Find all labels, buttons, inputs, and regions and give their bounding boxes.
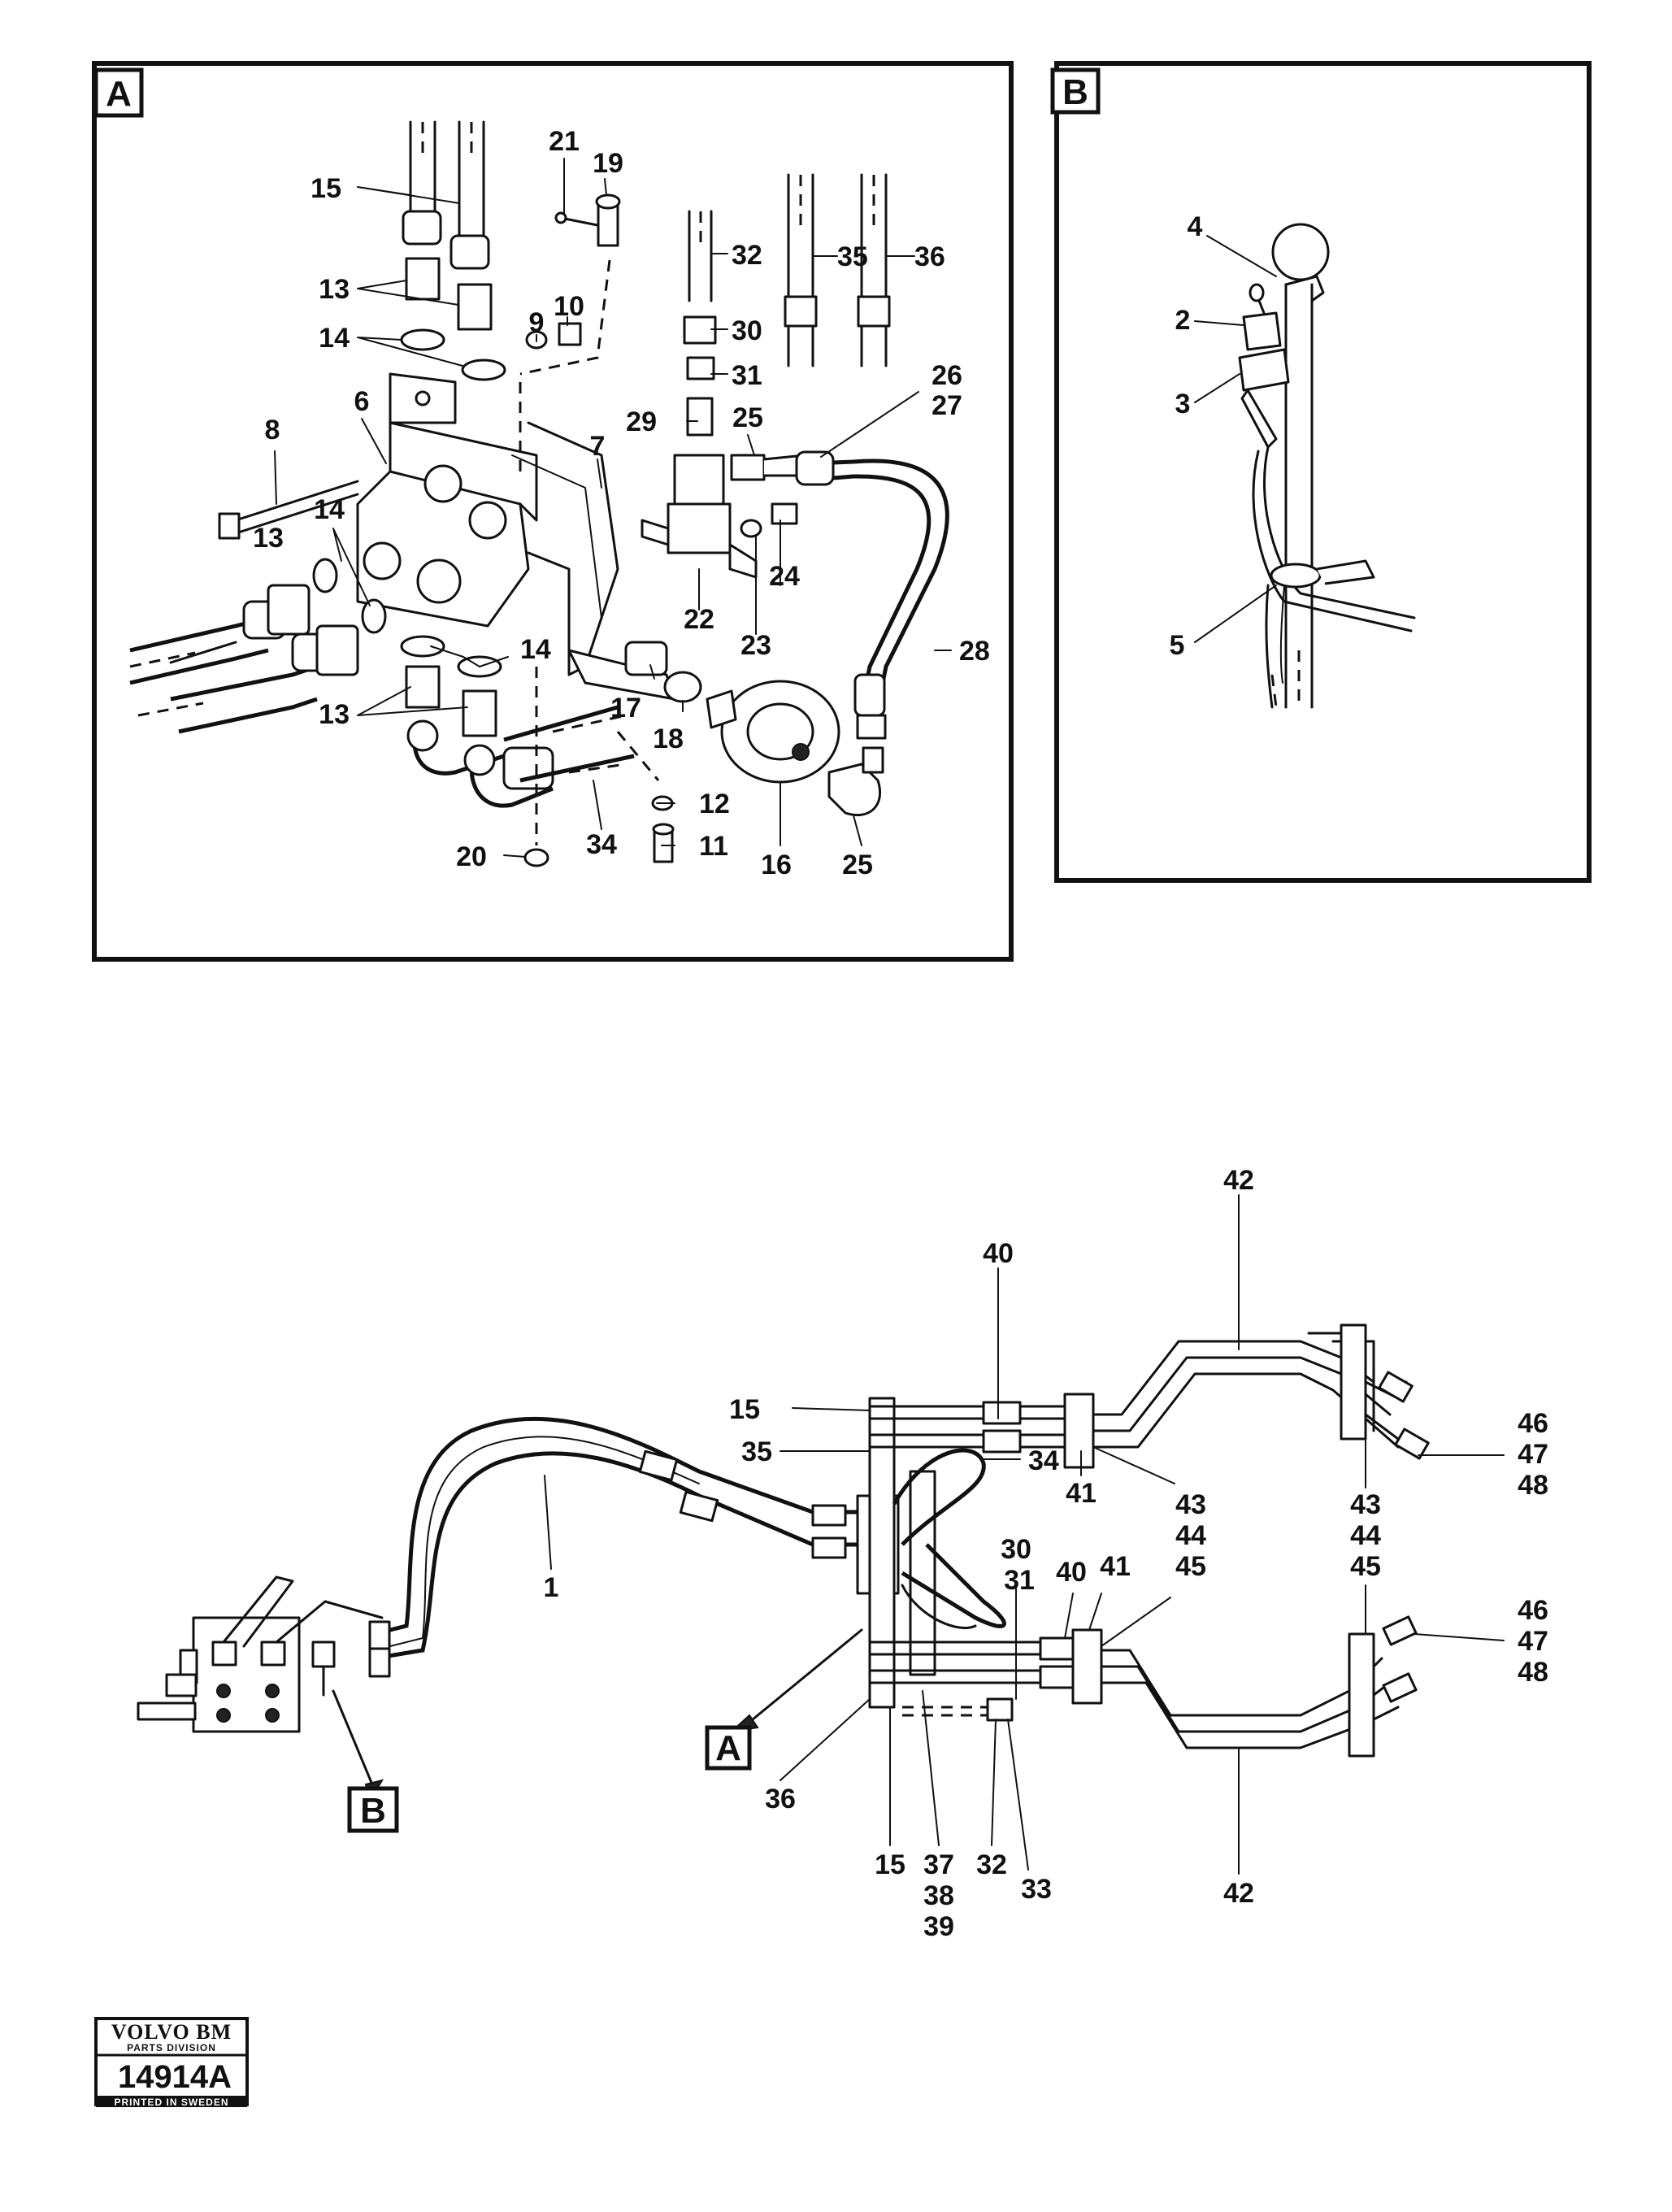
label-48-top: 48	[1518, 1470, 1548, 1501]
label-19: 19	[593, 148, 623, 179]
label-41-top: 41	[1066, 1478, 1097, 1509]
label-15: 15	[311, 173, 341, 204]
overview-diagram: A B 42 40 15 35 34 41 43 44 45 46 47 48 …	[137, 1165, 1548, 1942]
label-44-right: 44	[1350, 1520, 1381, 1551]
volvo-bm-logo: VOLVO BM PARTS DIVISION 14914A PRINTED I…	[94, 2017, 249, 2108]
label-34: 34	[1028, 1445, 1059, 1476]
callout-a-box	[705, 1725, 752, 1771]
label-21: 21	[549, 126, 580, 157]
label-13: 13	[319, 274, 350, 305]
label-47-top: 47	[1518, 1439, 1548, 1470]
label-12: 12	[699, 789, 730, 819]
label-16: 16	[761, 850, 792, 880]
label-4: 4	[1188, 211, 1203, 242]
label-43-right: 43	[1350, 1489, 1381, 1520]
panel-a: A	[92, 61, 1014, 962]
label-29: 29	[626, 406, 657, 437]
label-22: 22	[684, 604, 714, 635]
panel-b-tag-box	[1050, 67, 1101, 115]
logo-division: PARTS DIVISION	[127, 2042, 216, 2053]
label-14-left: 14	[314, 494, 345, 525]
panel-b: B 4 2 3 5	[1050, 61, 1592, 883]
label-2: 2	[1175, 305, 1191, 336]
label-10: 10	[554, 291, 584, 322]
label-40-top: 40	[983, 1238, 1014, 1269]
label-45-right: 45	[1350, 1551, 1381, 1582]
label-14-bottom: 14	[520, 634, 551, 665]
callout-b: B	[360, 1791, 386, 1831]
label-35: 35	[837, 241, 868, 272]
label-39: 39	[923, 1911, 954, 1942]
label-23: 23	[740, 630, 771, 661]
label-42-top: 42	[1223, 1165, 1254, 1196]
logo-printed: PRINTED IN SWEDEN	[114, 2097, 228, 2108]
label-30: 30	[1001, 1534, 1031, 1565]
label-47-bottom: 47	[1518, 1626, 1548, 1657]
label-32: 32	[732, 240, 762, 271]
label-25-bottom: 25	[842, 850, 873, 880]
label-36: 36	[914, 241, 945, 272]
logo-brand: VOLVO BM	[111, 2020, 232, 2044]
label-40-bottom: 40	[1056, 1557, 1087, 1588]
label-25-top: 25	[732, 402, 763, 433]
label-37: 37	[923, 1849, 954, 1880]
label-42-bottom: 42	[1223, 1878, 1254, 1909]
label-36: 36	[765, 1784, 796, 1814]
label-27: 27	[932, 390, 962, 421]
label-15-bottom: 15	[875, 1849, 905, 1880]
label-11: 11	[699, 831, 728, 862]
label-38: 38	[923, 1880, 954, 1911]
panel-a-tag-box	[93, 67, 144, 118]
label-3: 3	[1175, 389, 1191, 419]
label-44-top: 44	[1175, 1520, 1206, 1551]
control-valve-block	[137, 1575, 384, 1733]
label-28: 28	[959, 636, 990, 667]
label-48-bottom: 48	[1518, 1657, 1548, 1688]
label-30: 30	[732, 315, 762, 346]
label-41-bottom: 41	[1100, 1551, 1131, 1582]
label-31: 31	[732, 360, 762, 391]
label-13-bottom: 13	[319, 699, 350, 730]
label-15-top: 15	[729, 1394, 760, 1425]
label-33: 33	[1021, 1874, 1052, 1905]
label-46-bottom: 46	[1518, 1595, 1548, 1626]
label-9: 9	[529, 307, 545, 338]
label-24: 24	[769, 561, 800, 592]
label-8: 8	[265, 415, 280, 445]
label-45-top: 45	[1175, 1551, 1206, 1582]
label-18: 18	[653, 724, 684, 754]
callout-a: A	[715, 1728, 741, 1768]
panel-a-tag: A	[106, 74, 132, 114]
label-43-top: 43	[1175, 1489, 1206, 1520]
label-26: 26	[932, 360, 962, 391]
callout-b-box	[347, 1786, 399, 1833]
panel-b-tag: B	[1062, 72, 1088, 112]
label-31: 31	[1004, 1565, 1035, 1596]
label-14: 14	[319, 323, 350, 354]
label-17: 17	[610, 693, 641, 724]
label-1: 1	[544, 1572, 559, 1603]
label-46-top: 46	[1518, 1408, 1548, 1439]
logo-number: 14914A	[118, 2059, 232, 2095]
label-35: 35	[741, 1436, 772, 1467]
label-13-left: 13	[253, 523, 284, 554]
label-32: 32	[976, 1849, 1007, 1880]
label-7: 7	[590, 431, 606, 462]
label-20: 20	[456, 841, 487, 872]
label-34: 34	[586, 829, 617, 860]
label-6: 6	[354, 386, 370, 417]
label-5: 5	[1170, 630, 1185, 661]
